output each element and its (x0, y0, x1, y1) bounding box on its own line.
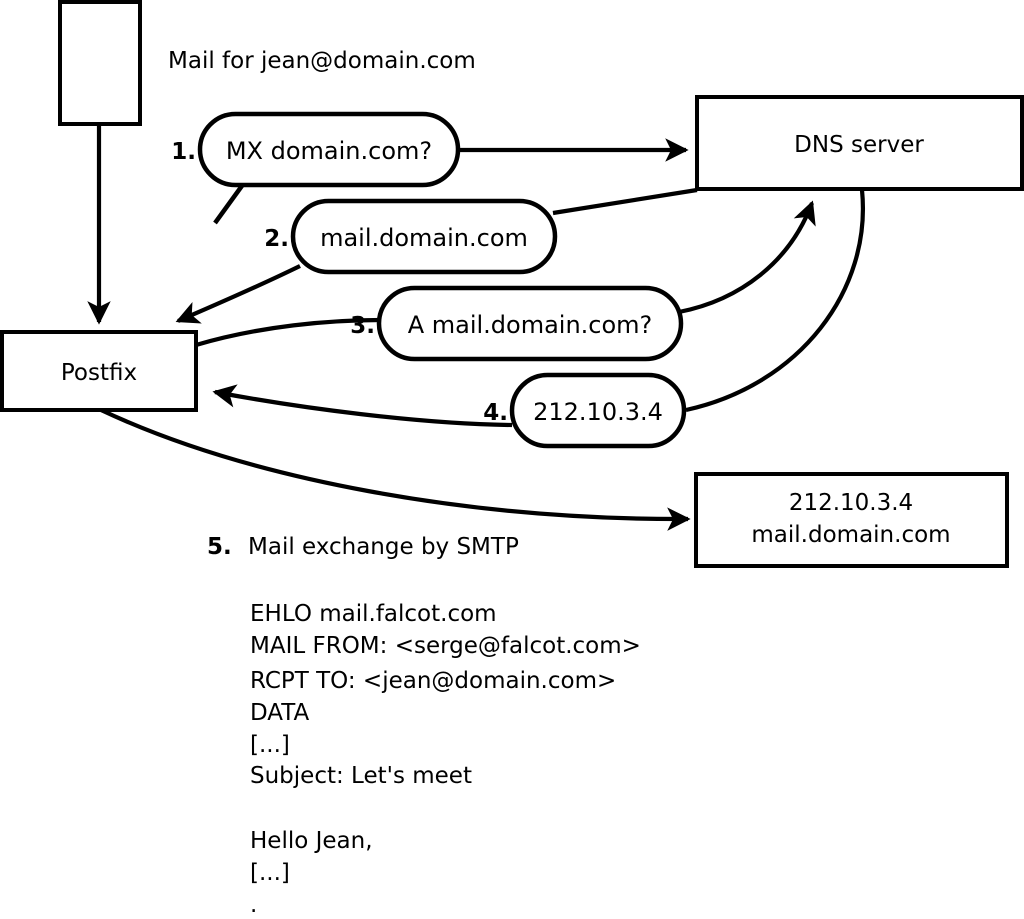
step-1-bubble (197, 111, 461, 188)
caption-mail-for: Mail for jean@domain.com (168, 48, 476, 74)
smtp-line-1: MAIL FROM: <serge@falcot.com> (250, 633, 641, 659)
edge-postfix-to-destination (100, 408, 691, 531)
step-1-number: 1. (171, 139, 196, 165)
smtp-line-8: [...] (250, 860, 290, 886)
step-2-number: 2. (264, 226, 289, 252)
edge-dns-to-reply-a (685, 189, 866, 413)
edge-reply-mx-to-postfix (175, 264, 301, 324)
step-4-number: 4. (483, 400, 508, 426)
step-2-bubble (290, 198, 558, 275)
node-destination-host: mail.domain.com (751, 522, 950, 548)
smtp-line-5: Subject: Let's meet (250, 763, 472, 789)
node-sender-box (58, 0, 142, 126)
smtp-line-2: RCPT TO: <jean@domain.com> (250, 668, 616, 694)
node-postfix-box (0, 330, 198, 412)
smtp-line-4: [...] (250, 732, 290, 758)
step-3-label: A mail.domain.com? (408, 311, 653, 339)
node-postfix-label: Postfix (61, 360, 137, 386)
step-4-group: 4. 212.10.3.4 (483, 372, 687, 449)
step-2-group: 2. mail.domain.com (264, 198, 558, 275)
node-dns-label: DNS server (794, 132, 924, 158)
step-4-bubble (509, 372, 687, 449)
edge-query-a-to-dns (678, 200, 816, 315)
step-1-label: MX domain.com? (226, 137, 432, 165)
edge-dns-to-reply-mx (552, 187, 698, 216)
smtp-line-0: EHLO mail.falcot.com (250, 601, 497, 627)
step-3-group: 3. A mail.domain.com? (350, 285, 684, 362)
step-1-group: 1. MX domain.com? (171, 111, 461, 225)
smtp-transcript: EHLO mail.falcot.com MAIL FROM: <serge@f… (250, 601, 641, 918)
smtp-line-3: DATA (250, 700, 310, 726)
node-destination-ip: 212.10.3.4 (789, 490, 913, 516)
step-3-number: 3. (350, 313, 375, 339)
edge-reply-a-to-postfix (212, 384, 513, 428)
step-5-label: Mail exchange by SMTP (248, 534, 519, 560)
step-5-number: 5. (207, 534, 232, 560)
step-4-label: 212.10.3.4 (533, 398, 663, 426)
node-dns-box (695, 95, 1024, 191)
smtp-line-9: . (250, 892, 257, 918)
step-1-bubble-tail (213, 181, 246, 225)
node-destination-box (694, 472, 1009, 568)
edge-postfix-to-query-a (195, 317, 382, 348)
step-2-label: mail.domain.com (320, 224, 528, 252)
smtp-line-7: Hello Jean, (250, 828, 373, 854)
step-3-bubble (376, 285, 684, 362)
